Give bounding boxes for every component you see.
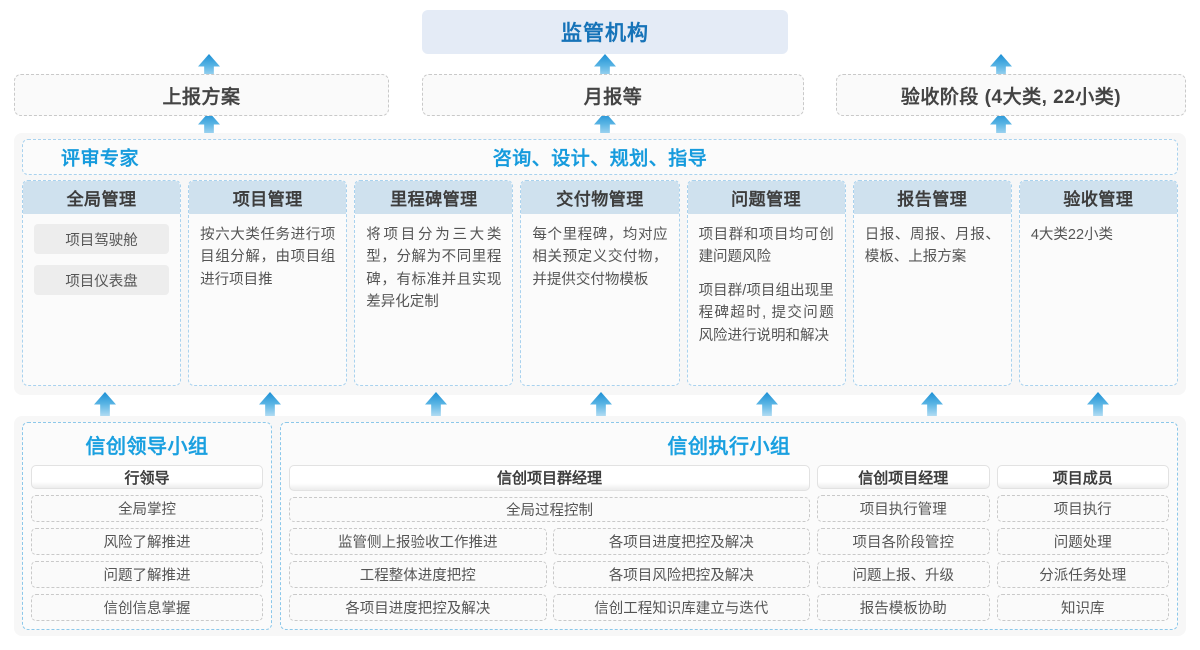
- arrow-up-icon-col-4: [756, 392, 778, 418]
- role-title: 项目成员: [996, 465, 1169, 489]
- role-title: 行领导: [31, 465, 263, 489]
- task-item[interactable]: 分派任务处理: [996, 561, 1169, 588]
- chip-item[interactable]: 项目仪表盘: [34, 265, 170, 295]
- column-acceptance-management[interactable]: 验收管理 4大类22小类: [1018, 180, 1178, 386]
- task-item[interactable]: 工程整体进度把控: [289, 561, 547, 588]
- role-task-list: 全局掌控 风险了解推进 问题了解推进 信创信息掌握: [31, 495, 263, 621]
- column-body: 日报、周报、月报、模板、上报方案: [854, 214, 1011, 385]
- column-title: 项目管理: [189, 181, 347, 214]
- arrow-up-icon-col-3: [590, 392, 612, 418]
- submission-label: 上报方案: [162, 86, 241, 108]
- arrow-up-icon-col-1: [259, 392, 281, 418]
- role-program-manager: 信创项目群经理 全局过程控制 监管侧上报验收工作推进 工程整体进度把控 各项目进…: [289, 465, 810, 621]
- task-item[interactable]: 全局掌控: [31, 495, 263, 522]
- group-title: 信创执行小组: [667, 436, 791, 458]
- arrow-up-icon-col-5: [921, 392, 943, 418]
- task-item[interactable]: 信创信息掌握: [31, 594, 263, 621]
- task-item-global-process-control[interactable]: 全局过程控制: [289, 496, 810, 522]
- arrow-up-icon-col-2: [425, 392, 447, 418]
- column-body: 每个里程碑，均对应相关预定义交付物，并提供交付物模板: [521, 214, 678, 385]
- regulator-label: 监管机构: [561, 22, 649, 45]
- column-project-management[interactable]: 项目管理 按六大类任务进行项目组分解，由项目组进行项目推: [188, 180, 348, 386]
- role-task-list: 项目执行管理 项目各阶段管控 问题上报、升级 报告模板协助: [817, 495, 990, 621]
- column-deliverable-management[interactable]: 交付物管理 每个里程碑，均对应相关预定义交付物，并提供交付物模板: [520, 180, 680, 386]
- role-task-list: 各项目进度把控及解决 各项目风险把控及解决 信创工程知识库建立与迭代: [552, 528, 810, 621]
- column-title: 里程碑管理: [355, 181, 513, 214]
- role-area: 信创项目群经理 全局过程控制 监管侧上报验收工作推进 工程整体进度把控 各项目进…: [289, 465, 1169, 621]
- management-columns: 全局管理 项目驾驶舱 项目仪表盘 项目管理 按六大类任务进行项目组分解，由项目组…: [22, 180, 1178, 386]
- submission-row: 上报方案 月报等 验收阶段 (4大类, 22小类): [14, 74, 1186, 116]
- management-panel-header: 评审专家 咨询、设计、规划、指导: [22, 139, 1178, 175]
- group-leadership: 信创领导小组 行领导 全局掌控 风险了解推进 问题了解推进 信创信息掌握: [22, 422, 272, 630]
- submission-box-monthly-report[interactable]: 月报等: [422, 74, 804, 116]
- column-paragraph: 按六大类任务进行项目组分解，由项目组进行项目推: [200, 227, 336, 288]
- task-item[interactable]: 各项目进度把控及解决: [552, 528, 810, 555]
- submission-label: 月报等: [583, 86, 643, 108]
- task-item[interactable]: 各项目风险把控及解决: [552, 561, 810, 588]
- column-paragraph: 项目群和项目均可创建问题风险: [698, 227, 834, 266]
- task-item[interactable]: 问题了解推进: [31, 561, 263, 588]
- review-experts-label: 评审专家: [61, 148, 140, 170]
- role-title: 信创项目经理: [817, 465, 990, 489]
- column-milestone-management[interactable]: 里程碑管理 将项目分为三大类型，分解为不同里程碑，有标准并且实现差异化定制: [354, 180, 514, 386]
- task-item[interactable]: 各项目进度把控及解决: [289, 594, 547, 621]
- column-body: 4大类22小类: [1020, 214, 1177, 385]
- column-global-management[interactable]: 全局管理 项目驾驶舱 项目仪表盘: [22, 180, 182, 386]
- column-report-management[interactable]: 报告管理 日报、周报、月报、模板、上报方案: [852, 180, 1012, 386]
- column-title: 全局管理: [23, 181, 181, 214]
- submission-label: 验收阶段 (4大类, 22小类): [900, 86, 1122, 108]
- group-title: 信创领导小组: [85, 436, 209, 458]
- column-paragraph: 每个里程碑，均对应相关预定义交付物，并提供交付物模板: [532, 227, 668, 288]
- task-item[interactable]: 项目各阶段管控: [817, 528, 990, 555]
- role-bank-leader: 行领导 全局掌控 风险了解推进 问题了解推进 信创信息掌握: [31, 465, 263, 621]
- task-item[interactable]: 问题上报、升级: [817, 561, 990, 588]
- arrow-up-icon-col-0: [94, 392, 116, 418]
- submission-box-report-plan[interactable]: 上报方案: [14, 74, 389, 116]
- task-item[interactable]: 风险了解推进: [31, 528, 263, 555]
- column-paragraph: 4大类22小类: [1030, 227, 1114, 243]
- submission-box-acceptance-stage[interactable]: 验收阶段 (4大类, 22小类): [836, 74, 1186, 116]
- management-panel: 评审专家 咨询、设计、规划、指导 全局管理 项目驾驶舱 项目仪表盘 项目管理 按…: [14, 133, 1186, 395]
- column-paragraph: 将项目分为三大类型，分解为不同里程碑，有标准并且实现差异化定制: [366, 227, 502, 311]
- role-area: 行领导 全局掌控 风险了解推进 问题了解推进 信创信息掌握: [31, 465, 263, 621]
- task-item[interactable]: 项目执行管理: [817, 495, 990, 522]
- column-title: 报告管理: [853, 181, 1011, 214]
- role-task-list: 项目执行 问题处理 分派任务处理 知识库: [996, 495, 1169, 621]
- column-title: 交付物管理: [521, 181, 679, 214]
- column-paragraph: 日报、周报、月报、模板、上报方案: [864, 227, 1000, 266]
- consulting-label: 咨询、设计、规划、指导: [492, 148, 708, 170]
- column-title: 验收管理: [1019, 181, 1177, 214]
- role-project-manager: 信创项目经理 项目执行管理 项目各阶段管控 问题上报、升级 报告模板协助: [817, 465, 990, 621]
- column-paragraph: 项目群/项目组出现里程碑超时, 提交问题风险进行说明和解决: [698, 282, 834, 344]
- task-item[interactable]: 知识库: [996, 594, 1169, 621]
- column-body: 按六大类任务进行项目组分解，由项目组进行项目推: [189, 214, 346, 385]
- teams-panel: 信创领导小组 行领导 全局掌控 风险了解推进 问题了解推进 信创信息掌握 信创执…: [14, 416, 1186, 636]
- role-task-list: 监管侧上报验收工作推进 工程整体进度把控 各项目进度把控及解决: [289, 528, 547, 621]
- role-title: 信创项目群经理: [289, 465, 810, 491]
- task-item[interactable]: 报告模板协助: [817, 594, 990, 621]
- task-item[interactable]: 问题处理: [996, 528, 1169, 555]
- column-body: 将项目分为三大类型，分解为不同里程碑，有标准并且实现差异化定制: [355, 214, 512, 385]
- task-item[interactable]: 项目执行: [996, 495, 1169, 522]
- column-issue-management[interactable]: 问题管理 项目群和项目均可创建问题风险 项目群/项目组出现里程碑超时, 提交问题…: [686, 180, 846, 386]
- role-task-columns: 监管侧上报验收工作推进 工程整体进度把控 各项目进度把控及解决 各项目进度把控及…: [289, 528, 810, 621]
- column-body: 项目驾驶舱 项目仪表盘: [23, 214, 180, 385]
- regulator-box: 监管机构: [422, 10, 788, 54]
- column-body: 项目群和项目均可创建问题风险 项目群/项目组出现里程碑超时, 提交问题风险进行说…: [688, 214, 845, 385]
- group-execution: 信创执行小组 信创项目群经理 全局过程控制 监管侧上报验收工作推进 工程整体进度…: [280, 422, 1178, 630]
- arrow-up-icon-col-6: [1087, 392, 1109, 418]
- task-item[interactable]: 监管侧上报验收工作推进: [289, 528, 547, 555]
- role-project-members: 项目成员 项目执行 问题处理 分派任务处理 知识库: [996, 465, 1169, 621]
- task-item[interactable]: 信创工程知识库建立与迭代: [552, 594, 810, 621]
- column-title: 问题管理: [687, 181, 845, 214]
- chip-item[interactable]: 项目驾驶舱: [34, 224, 170, 254]
